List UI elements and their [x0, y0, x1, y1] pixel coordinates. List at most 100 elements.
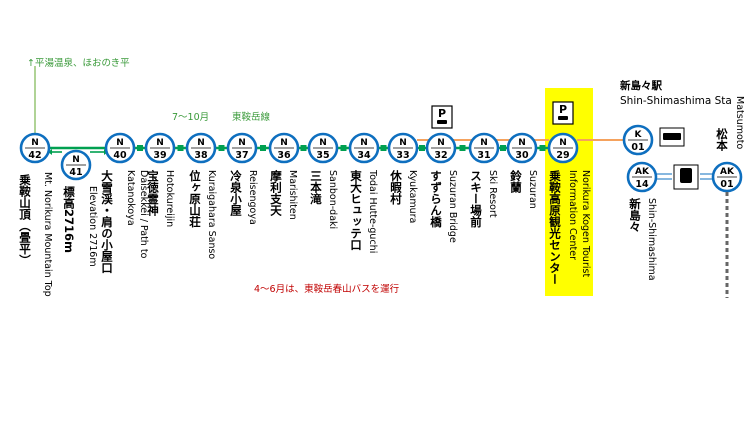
route-node-marker [137, 145, 143, 151]
route-node-marker [380, 145, 387, 151]
route-name: 東鞍岳線 [232, 112, 271, 123]
station-label-en: Sanbon-daki [326, 170, 339, 229]
matsumoto-label-en: Matsumoto [733, 96, 746, 149]
stop-AK01-number: 01 [720, 179, 733, 190]
station-name-en: Mt. Norikura Mountain Top [42, 172, 53, 297]
station-name-en: Norikura Kogen Tourist Information Cente… [567, 170, 591, 278]
station-label-jp: 東大ヒュッテ口 [349, 170, 363, 251]
station-N38-line-code: N [197, 138, 205, 148]
station-name-en: Suzuran [527, 170, 538, 209]
station-N34-line-code: N [360, 138, 368, 148]
station-label-en: Marishiten [286, 170, 299, 220]
station-N30-number: 30 [515, 150, 529, 161]
station-name-en: Suzuran Bridge [447, 170, 458, 243]
route-node-marker [300, 145, 307, 151]
station-label-jp: 鈴蘭 [509, 170, 523, 193]
station-label-en: Todai Hutte-guchi [366, 170, 379, 253]
station-name-jp: 大雪渓・肩の小屋口 [100, 170, 114, 274]
route-node-marker [177, 145, 184, 151]
parking-car-icon-car [437, 120, 447, 124]
matsumoto-label-en-text: Matsumoto [734, 96, 745, 150]
shinshimashima-rail-label-en-text: Shin-Shimashima [646, 198, 657, 281]
station-label-en: Daisekkei / Path to Katanokoya [124, 170, 150, 300]
station-name-jp: 宝徳霊神 [146, 170, 160, 216]
station-N34-number: 34 [357, 150, 371, 161]
station-name-en: Kuraigahara Sanso [206, 170, 217, 260]
station-label-en: Norikura Kogen Tourist Information Cente… [566, 170, 592, 300]
station-name-jp: 乗鞍山頂（畳平） [18, 174, 32, 266]
station-N32-number: 32 [434, 150, 447, 161]
station-name-jp: すずらん橋 [429, 170, 443, 228]
station-name-en: Sanbon-daki [327, 170, 338, 230]
station-label-en: Hotokureijin [163, 170, 176, 227]
station-name-jp: 鈴蘭 [509, 170, 523, 193]
top-note: ↑平湯温泉、ほおのき平 [27, 58, 130, 69]
station-N35-number: 35 [316, 150, 329, 161]
station-N37-number: 37 [235, 150, 248, 161]
station-N33-line-code: N [399, 138, 407, 148]
station-N39-number: 39 [153, 150, 166, 161]
shinshimashima-rail-label-en: Shin-Shimashima [645, 198, 658, 281]
stop-AK01-line-code: AK [720, 167, 735, 177]
stop-AK14-line-code: AK [635, 167, 650, 177]
matsumoto-label-jp-text: 松本 [715, 128, 729, 151]
stop-K01-number: 01 [631, 142, 644, 153]
station-label-en: Suzuran [526, 170, 539, 209]
station-name-jp: 乗鞍高原観光センター [548, 170, 562, 285]
shinshimashima-station-title: 新島々駅 [620, 80, 662, 92]
route-node-marker [218, 145, 225, 151]
station-N38-number: 38 [194, 150, 208, 161]
station-name-en: Reisengoya [247, 170, 258, 225]
station-name-en: Marishiten [287, 170, 298, 220]
station-N39-line-code: N [156, 138, 164, 148]
route-node-marker [500, 145, 506, 151]
station-N42-line-code: N [31, 138, 39, 148]
station-name-en: Ski Resort [487, 170, 498, 218]
parking-car-icon-center-car [558, 116, 568, 120]
station-name-jp: 摩利支天 [269, 170, 283, 216]
station-label-jp: 摩利支天 [269, 170, 283, 216]
station-N29-line-code: N [559, 138, 567, 148]
station-label-jp: すずらん橋 [429, 170, 443, 228]
station-N32-line-code: N [437, 138, 445, 148]
station-label-en: Kuraigahara Sanso [205, 170, 218, 259]
station-label-jp: 大雪渓・肩の小屋口 [100, 170, 114, 274]
station-label-jp: 位ヶ原山荘 [188, 170, 202, 228]
parking-car-icon-letter: P [438, 107, 446, 120]
route-node-marker [419, 145, 425, 151]
station-N35-line-code: N [319, 138, 327, 148]
station-label-jp: スキー場前 [469, 170, 483, 228]
station-N41-line-code: N [72, 155, 80, 165]
station-N36-number: 36 [277, 150, 291, 161]
station-name-jp: 冷泉小屋 [229, 170, 243, 216]
station-label-jp: 宝徳霊神 [146, 170, 160, 216]
station-name-en: Hotokureijin [164, 170, 175, 228]
parking-car-icon-center-letter: P [559, 103, 567, 116]
station-N42-number: 42 [28, 150, 41, 161]
station-label-jp: 冷泉小屋 [229, 170, 243, 216]
stop-AK14-number: 14 [635, 179, 649, 190]
station-N33-number: 33 [396, 150, 409, 161]
station-name-en: Todai Hutte-guchi [367, 170, 378, 254]
station-label-jp: 三本滝 [309, 170, 323, 205]
station-name-jp: 標高2716m [62, 186, 76, 253]
shinshimashima-station-title-en: Shin-Shimashima Sta [620, 95, 732, 107]
shinshimashima-rail-label-jp: 新島々 [628, 198, 642, 233]
station-N30-line-code: N [518, 138, 526, 148]
station-N37-line-code: N [238, 138, 246, 148]
route-node-marker [459, 145, 466, 151]
station-label-en: Kyukamura [406, 170, 419, 223]
station-N36-line-code: N [280, 138, 288, 148]
station-label-jp: 乗鞍山頂（畳平） [18, 174, 32, 266]
route-node-marker [539, 145, 546, 151]
bottom-note: 4〜6月は、東鞍岳春山バスを運行 [254, 284, 400, 295]
station-name-jp: 東大ヒュッテ口 [349, 170, 363, 251]
loop-arrowhead-back [48, 149, 52, 155]
station-label-en: Ski Resort [486, 170, 499, 218]
stop-K01-line-code: K [635, 130, 643, 140]
station-N40-line-code: N [116, 138, 124, 148]
station-label-en: Reisengoya [246, 170, 259, 225]
station-N31-line-code: N [480, 138, 488, 148]
season-note: 7〜10月 [172, 112, 210, 123]
